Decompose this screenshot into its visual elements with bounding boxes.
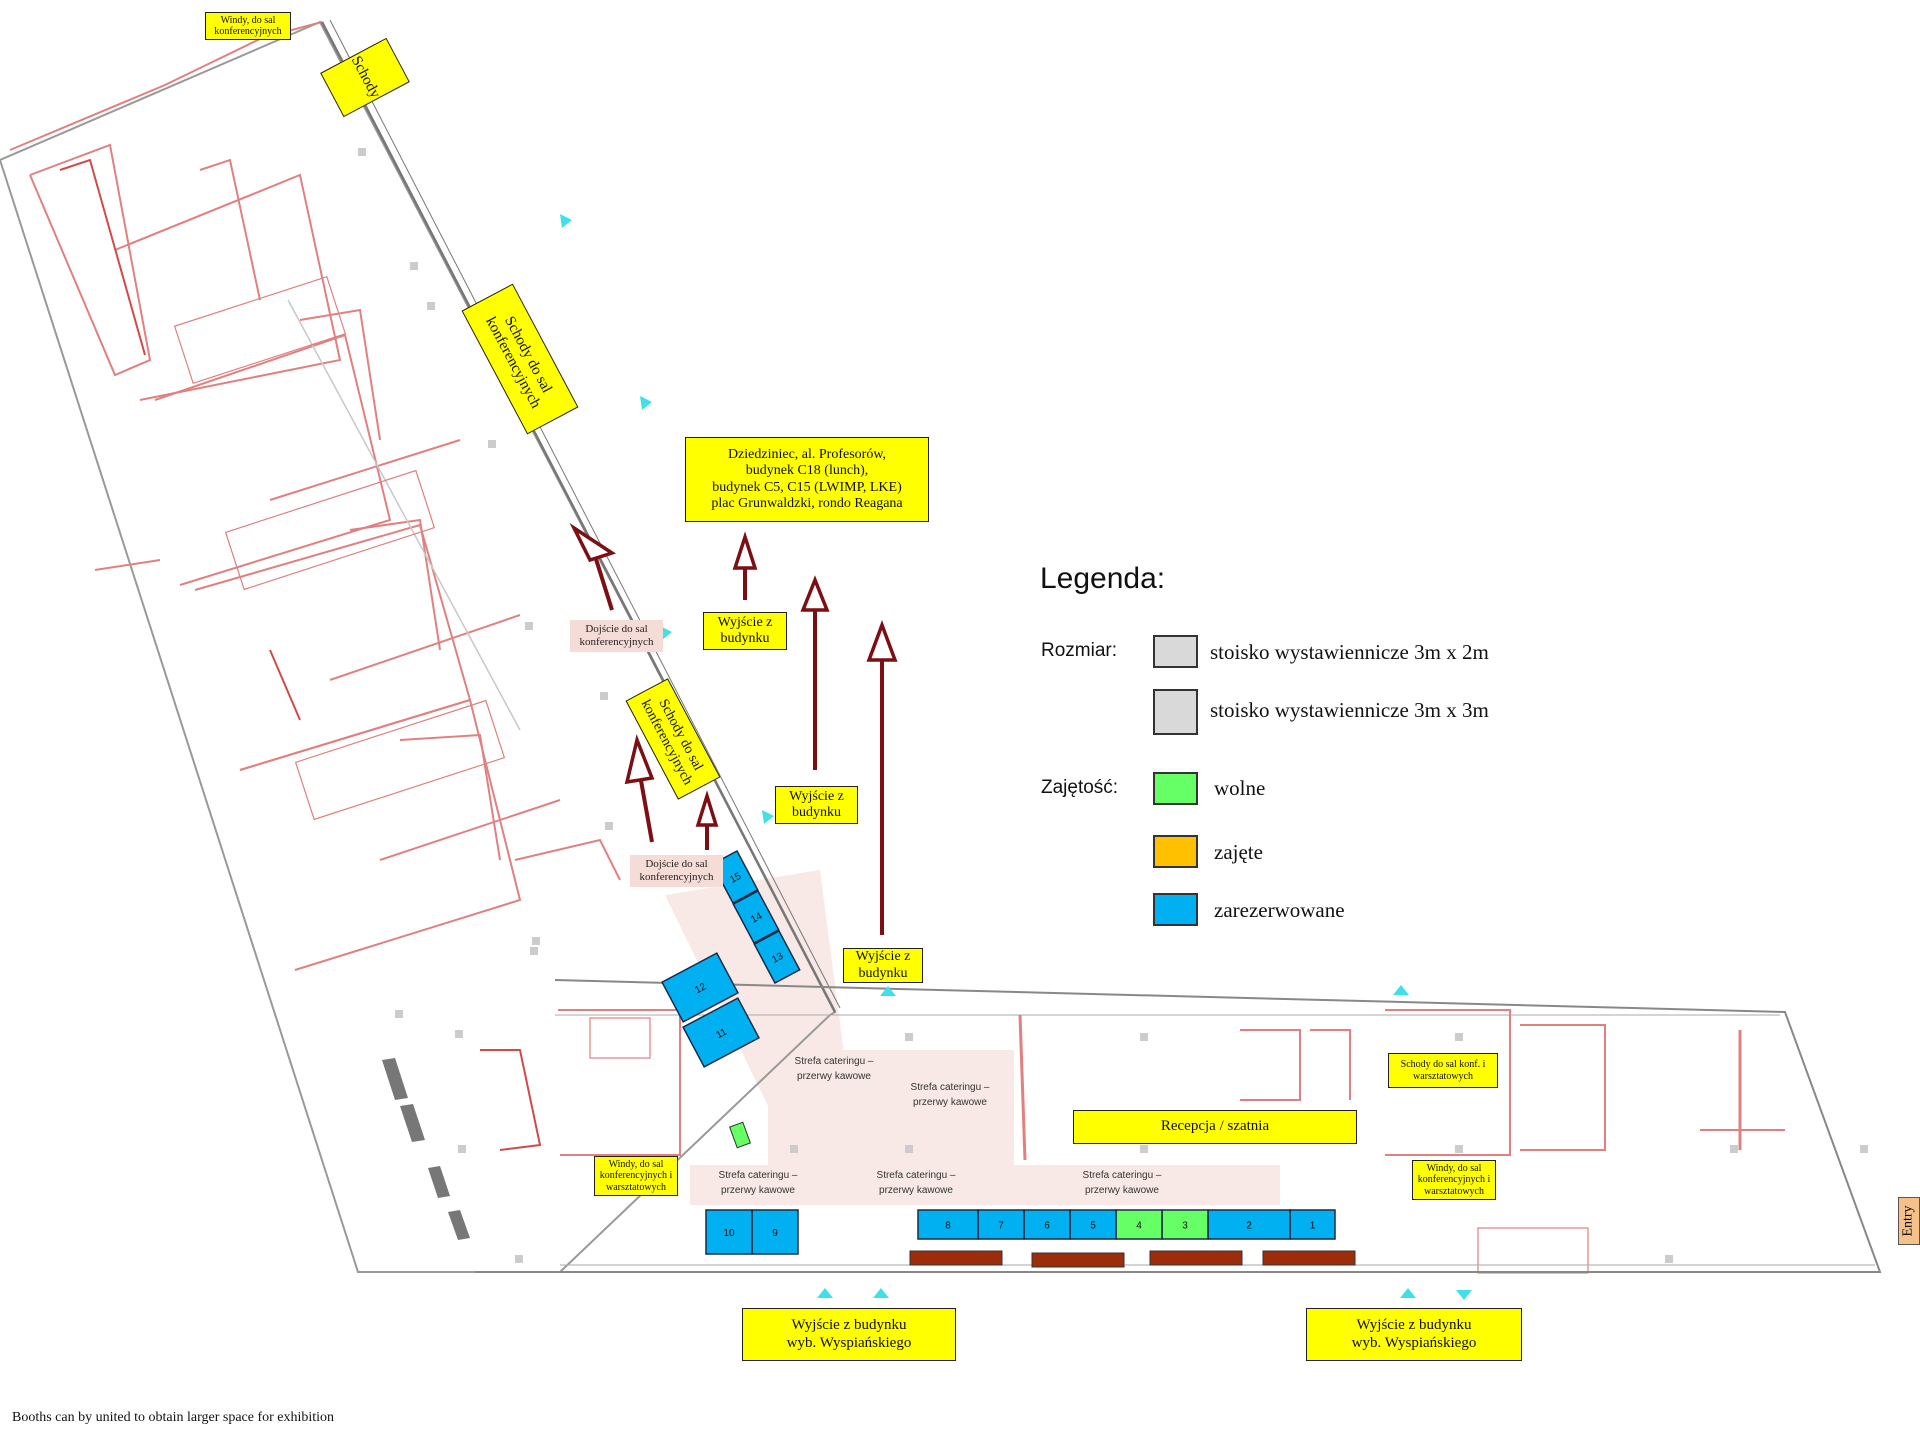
entry-marker: Entry <box>1898 1197 1920 1245</box>
booth-1[interactable]: 1 <box>1289 1209 1336 1240</box>
small-booth-marker <box>729 1121 751 1149</box>
legend-swatch-size-1 <box>1153 635 1198 668</box>
booth-13-number: 13 <box>770 951 785 966</box>
booth-7-shape[interactable] <box>977 1209 1025 1240</box>
booth-11[interactable]: 11 <box>682 997 760 1068</box>
label-dojscie-2: Dojście do sal konferencyjnych <box>630 855 723 887</box>
legend-swatch-taken <box>1153 835 1198 868</box>
label-wyjscie-wysp-2: Wyjście z budynku wyb. Wyspiańskiego <box>1306 1308 1522 1361</box>
legend-reserved-label: zarezerwowane <box>1214 898 1345 922</box>
arrow-4 <box>866 619 898 935</box>
booth-10-number: 10 <box>723 1228 735 1239</box>
arrow-1 <box>569 522 617 611</box>
booth-8[interactable]: 8 <box>917 1209 979 1240</box>
columns <box>358 148 1868 1263</box>
legend-swatch-free <box>1153 772 1198 805</box>
booth-14-number: 14 <box>749 911 764 926</box>
booth-15-number: 15 <box>728 871 743 886</box>
legend-size-1-label: stoisko wystawiennicze 3m x 2m <box>1210 640 1489 664</box>
booth-6-shape[interactable] <box>1023 1209 1071 1240</box>
label-windy-left: Windy, do sal konferencyjnych i warsztat… <box>594 1156 678 1196</box>
catering-label-1: Strefa cateringu – przerwy kawowe <box>794 1056 874 1082</box>
booth-8-number: 8 <box>945 1221 951 1232</box>
label-wyjscie-2: Wyjście z budynku <box>775 786 858 824</box>
booth-6[interactable]: 6 <box>1023 1209 1071 1240</box>
booth-4[interactable]: 4 <box>1115 1209 1163 1240</box>
legend-free-label: wolne <box>1214 776 1266 800</box>
label-windy-right: Windy, do sal konferencyjnych i warsztat… <box>1412 1160 1496 1200</box>
booth-2[interactable]: 2 <box>1207 1209 1291 1240</box>
booth-9-shape[interactable] <box>751 1209 799 1255</box>
label-schody-text: Schody <box>347 53 384 101</box>
benches <box>909 1250 1356 1268</box>
booth-13-shape[interactable] <box>753 929 801 985</box>
legend-taken-label: zajęte <box>1214 840 1263 864</box>
arrow-6 <box>695 790 719 850</box>
legend-size-2-label: stoisko wystawiennicze 3m x 3m <box>1210 698 1489 722</box>
booth-14-shape[interactable] <box>732 889 780 945</box>
catering-label-3: Strefa cateringu – przerwy kawowe <box>718 1170 798 1196</box>
booth-9[interactable]: 9 <box>751 1209 799 1255</box>
booth-1-number: 1 <box>1310 1221 1316 1232</box>
arrow-3 <box>800 575 830 770</box>
booth-10-shape[interactable] <box>705 1209 753 1255</box>
entry-label: Entry <box>1901 1205 1917 1237</box>
footnote: Booths can by united to obtain larger sp… <box>12 1410 335 1425</box>
booth-4-number: 4 <box>1136 1221 1142 1232</box>
legend-swatch-size-2 <box>1153 689 1198 735</box>
legend-swatch-reserved <box>1153 893 1198 926</box>
booth-5[interactable]: 5 <box>1069 1209 1117 1240</box>
booth-5-number: 5 <box>1090 1221 1096 1232</box>
label-windy-top: Windy, do sal konferencyjnych <box>205 12 291 40</box>
booth-12[interactable]: 12 <box>661 952 739 1023</box>
horizontal-wing <box>475 979 1882 1273</box>
booth-12-number: 12 <box>693 981 708 996</box>
arrow-2 <box>732 531 758 600</box>
booth-3-number: 3 <box>1182 1221 1188 1232</box>
catering-label-4: Strefa cateringu – przerwy kawowe <box>876 1170 956 1196</box>
direction-arrows <box>569 522 898 935</box>
legend-size-heading: Rozmiar: <box>1041 640 1118 661</box>
label-wyjscie-3: Wyjście z budynku <box>843 948 923 983</box>
catering-zones <box>665 870 1280 1205</box>
label-schody-konf: Schody do sal konf. i warsztatowych <box>1388 1053 1498 1088</box>
booth-10[interactable]: 10 <box>705 1209 753 1255</box>
booth-3[interactable]: 3 <box>1161 1209 1209 1240</box>
booth-14[interactable]: 14 <box>732 889 780 945</box>
legend-title: Legenda: <box>1040 562 1166 595</box>
exit-markers <box>560 214 1472 1300</box>
building-walls <box>0 19 841 1273</box>
arrow-5 <box>624 734 655 843</box>
label-wyjscie-wysp-1: Wyjście z budynku wyb. Wyspiańskiego <box>742 1308 956 1361</box>
booth-13[interactable]: 13 <box>753 929 801 985</box>
window-blocks <box>382 1058 470 1240</box>
booth-11-shape[interactable] <box>682 997 760 1068</box>
label-recepcja: Recepcja / szatnia <box>1073 1110 1357 1144</box>
booth-6-number: 6 <box>1044 1221 1050 1232</box>
catering-label-2: Strefa cateringu – przerwy kawowe <box>910 1082 990 1108</box>
booth-7[interactable]: 7 <box>977 1209 1025 1240</box>
booth-2-number: 2 <box>1246 1221 1252 1232</box>
booth-4-shape[interactable] <box>1115 1209 1163 1240</box>
label-wyjscie-1: Wyjście z budynku <box>703 612 787 650</box>
legend-occupancy-heading: Zajętość: <box>1041 777 1119 798</box>
label-dojscie-1: Dojście do sal konferencyjnych <box>570 620 663 652</box>
booth-11-number: 11 <box>715 1026 730 1041</box>
label-dziedziniec: Dziedziniec, al. Profesorów, budynek C18… <box>685 437 929 522</box>
booth-12-shape[interactable] <box>661 952 739 1023</box>
booth-9-number: 9 <box>772 1228 778 1239</box>
booth-7-number: 7 <box>998 1221 1004 1232</box>
catering-label-5: Strefa cateringu – przerwy kawowe <box>1082 1170 1162 1196</box>
booth-8-shape[interactable] <box>917 1209 979 1240</box>
